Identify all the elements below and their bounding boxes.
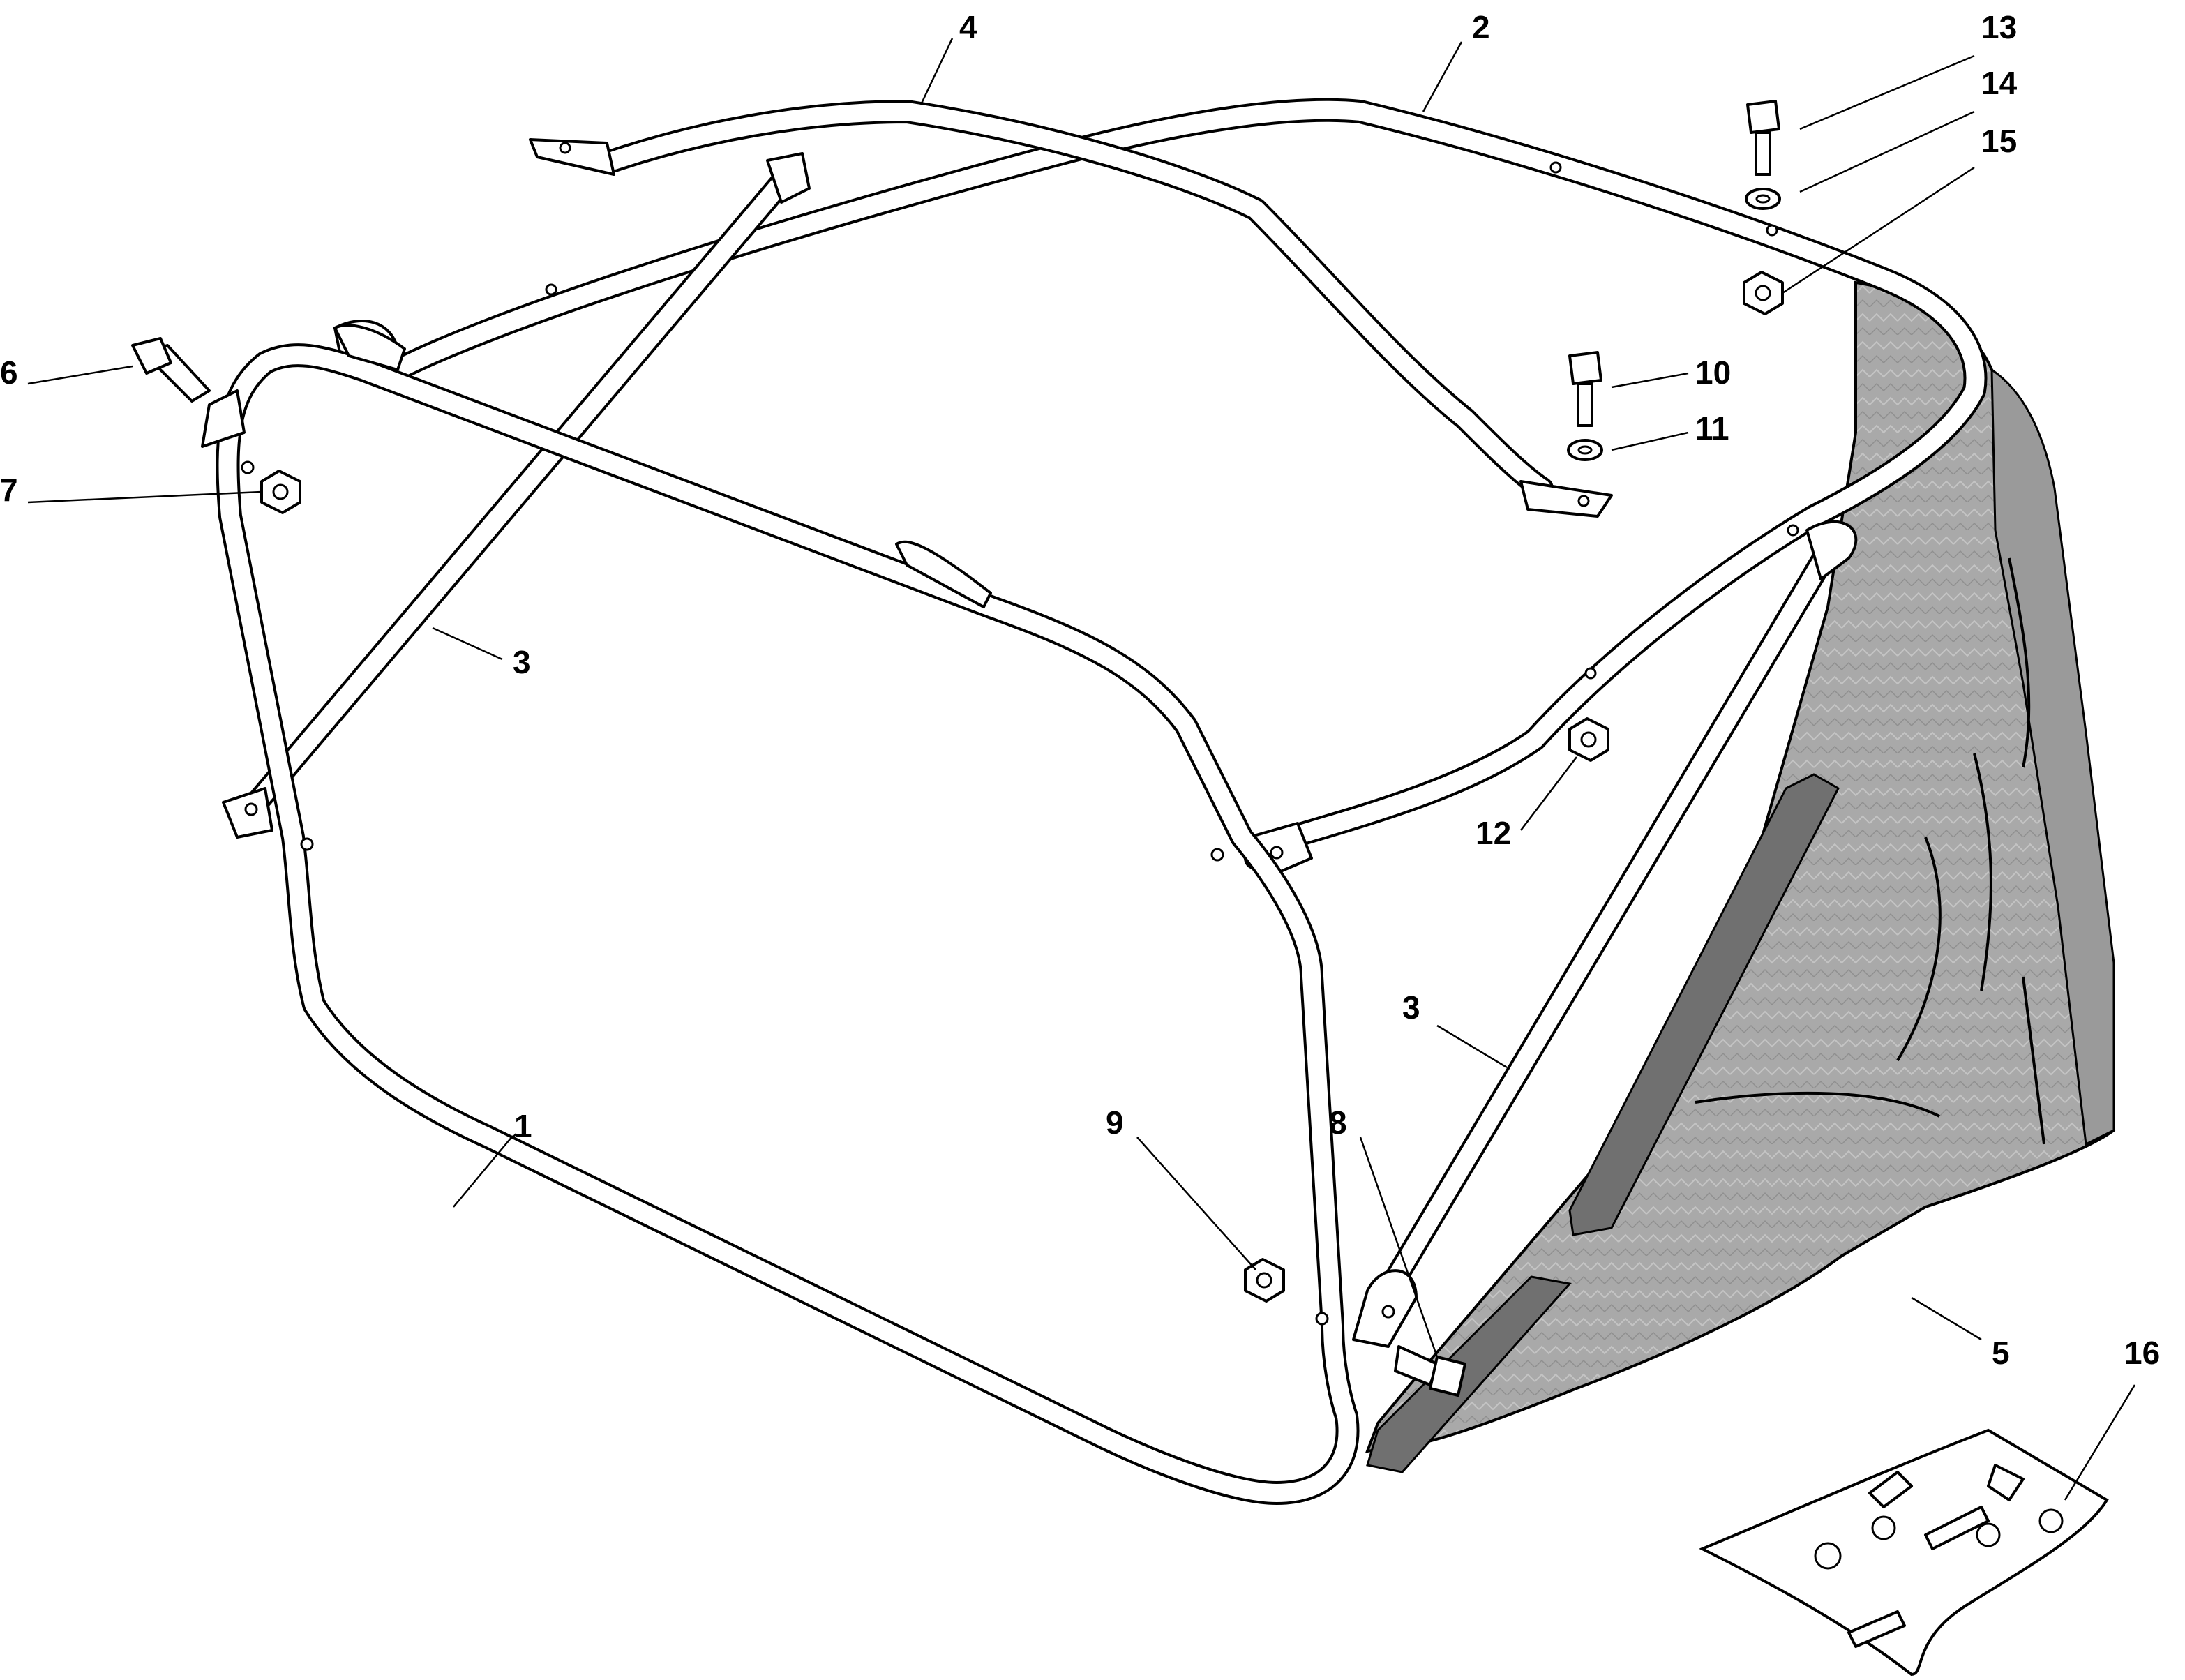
bolt-13 [1746,100,1780,176]
catcher-bag [1365,280,2116,1473]
callout-2: 2 [1472,9,1490,45]
leader-3b [1436,1024,1508,1069]
callout-1: 1 [514,1108,532,1144]
callout-13: 13 [1981,9,2017,45]
leader-7 [27,490,262,504]
callout-6: 6 [0,354,18,391]
bag-seam-strip-upper [1568,773,1840,1236]
bag-seam-strip-lower [1366,1275,1572,1473]
bolt-6 [131,337,211,403]
callout-3b: 3 [1402,989,1420,1026]
leader-13 [1799,54,1975,130]
callout-12: 12 [1476,815,1511,851]
callout-3a: 3 [513,644,531,680]
stay-left [222,152,811,839]
washer-14 [1745,188,1781,210]
leader-14 [1799,110,1975,193]
stay-right [1352,520,1858,1348]
callout-11: 11 [1695,410,1729,447]
leader-8 [1359,1137,1439,1358]
leader-16 [2064,1384,2136,1501]
leader-4 [919,38,954,105]
washer-11 [1567,439,1603,461]
leader-12 [1520,756,1577,831]
leader-10 [1611,372,1689,389]
upper-frame [333,98,1988,880]
front-frame [201,324,1360,1505]
leader-6 [27,365,133,385]
callout-14: 14 [1981,65,2018,101]
leader-15 [1782,166,1975,294]
callout-16: 16 [2124,1335,2160,1371]
callout-5: 5 [1992,1335,2010,1371]
hardware-kit-16 [1699,1428,2109,1677]
handle [529,100,1613,518]
leader-2 [1422,41,1463,112]
callout-7: 7 [0,472,18,508]
callout-4: 4 [959,9,977,45]
nut-15 [1743,271,1784,315]
leader-1 [512,1133,517,1138]
bolt-10 [1568,351,1602,427]
callout-15: 15 [1981,123,2017,159]
leader-11 [1611,431,1689,451]
callout-10: 10 [1695,354,1731,391]
leader-lines [27,38,2136,1501]
leader-5 [1911,1296,1982,1341]
nut-12 [1568,717,1609,762]
bolt-8 [1394,1345,1466,1397]
callout-8: 8 [1329,1104,1347,1141]
nut-7 [260,470,301,514]
callouts: 1 2 3 3 4 5 6 7 8 9 10 11 12 13 14 15 16 [0,9,2160,1371]
callout-9: 9 [1106,1104,1124,1141]
leader-9 [1136,1137,1256,1270]
leader-3a [432,627,503,661]
